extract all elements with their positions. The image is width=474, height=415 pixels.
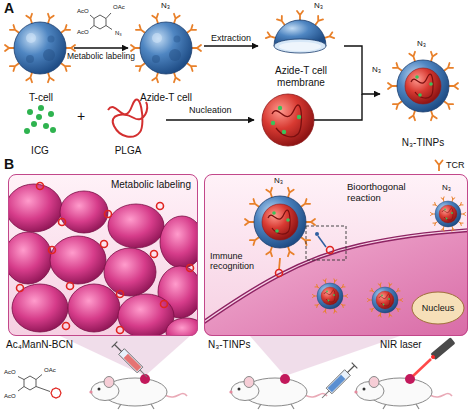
annotation-label: N₃ (161, 2, 170, 10)
icg-dots (24, 105, 56, 134)
nucleated-core (262, 94, 314, 146)
icg-node: ICG (14, 104, 66, 156)
panel-box: Nucleus Bioorthogonal reactionImmune reco… (204, 174, 468, 336)
node-label: T-cell (8, 92, 74, 104)
annotation-label: AcO (77, 29, 89, 35)
azide-t-cell-figure (131, 14, 201, 82)
node-label: PLGA (96, 145, 160, 157)
cell-membrane-figure (266, 11, 334, 53)
edge-label: Metabolic labeling (67, 52, 135, 61)
annotation-label: Nucleation (189, 106, 232, 115)
annotation-label: AcO (4, 393, 16, 399)
annotation-label: OAc (113, 4, 125, 10)
t-cell-node: T-cell (8, 12, 74, 103)
node-label: ICG (14, 145, 66, 157)
nucleation-arrow (166, 120, 254, 121)
tinp-figure (388, 52, 458, 120)
annotation-label: N₃ (314, 2, 323, 10)
annotation-label: N₃ (417, 40, 426, 48)
annotation-label: N₃ (274, 177, 283, 185)
legend-label: TCR (446, 160, 465, 170)
annotation-label: Ac₄ManN-BCN (6, 340, 73, 350)
bcn-rings (17, 183, 194, 334)
annotation-label: N₃ (115, 30, 122, 36)
legend-item: TCR (434, 159, 465, 171)
mice (89, 374, 452, 409)
annotation-label: NIR laser (380, 340, 422, 350)
edge-label: Extraction (211, 34, 251, 43)
bcn-sugar-molecule (18, 375, 61, 399)
annotation-label: N₃ (372, 66, 381, 74)
membrane-node: Azide-T cell membrane (258, 8, 344, 88)
tumor-cells (8, 184, 198, 336)
annotation-label: N₃-TINPs (208, 340, 250, 350)
reaction-dashed-box (306, 226, 346, 260)
node-label: Immune recognition (210, 251, 266, 272)
panel-letter: A (4, 1, 14, 15)
node-label: N₃-TINPs (380, 137, 466, 149)
panel-box: Metabolic labeling (8, 174, 198, 336)
nucleus-shape (412, 292, 464, 324)
node-label: Nucleus (411, 303, 465, 313)
node-label: Bioorthogonal reaction (347, 182, 427, 204)
syringe (319, 363, 357, 401)
t-cell-figure (5, 14, 75, 82)
legend: TCR (434, 159, 465, 171)
syringe (112, 342, 150, 380)
node-label: Metabolic labeling (111, 179, 191, 191)
arrow-connector (74, 47, 128, 48)
zoom-wedges (60, 336, 400, 376)
annotation-label: AcO (4, 369, 16, 375)
node-label: Azide-T cell membrane (258, 65, 344, 88)
tinp-node: N₃-TINPs (380, 44, 466, 148)
plga-node: PLGA (96, 100, 160, 156)
tcr-symbol (434, 159, 444, 171)
node-label: Azide-T cell (128, 92, 204, 104)
azide-t-cell-node: Azide-T cell (128, 12, 204, 103)
annotation-label: AcO (77, 8, 89, 14)
merge-line (314, 94, 362, 120)
plga-polymer (108, 99, 147, 136)
nucleus-ellipse: Nucleus (411, 291, 465, 325)
azido-sugar-molecule (90, 13, 112, 30)
annotation-label: + (77, 109, 85, 123)
annotation-label: OAc (44, 367, 56, 373)
annotation-label: N₃ (442, 184, 451, 192)
tumor-cell-membrane (204, 230, 468, 336)
panel-letter: B (4, 157, 14, 171)
arrow-connector (204, 45, 258, 46)
